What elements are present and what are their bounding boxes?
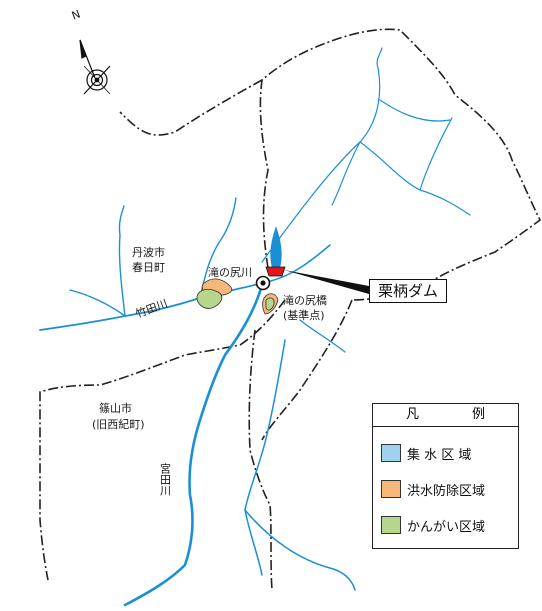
base-point-marker [255,275,271,291]
boundary-east [261,299,353,441]
legend-label-catchment: 集 水 区 域 [407,447,472,463]
river-north-2 [331,141,361,206]
dam-label: 栗柄ダム [369,279,447,303]
catchment-boundary [259,28,542,301]
river-main [123,283,264,607]
river-miyata [244,339,286,576]
dam-leader-line [284,270,369,294]
boundary-south [248,329,273,591]
label-tanba-city: 丹波市 [132,245,165,259]
legend-swatch-catchment [381,444,401,462]
irrigation-areas [196,288,275,311]
legend-swatch-flood [381,480,401,498]
label-miyata-river: 宮田川 [159,462,172,496]
north-label: N [70,8,82,23]
label-takinoshiri-river: 滝の尻川 [208,266,252,279]
legend-item-flood: 洪水防除区域 [381,477,485,501]
legend: 凡 例 集 水 区 域 洪水防除区域 かんがい区域 [372,403,519,549]
legend-item-catchment: 集 水 区 域 [381,441,471,465]
river-east-small [299,319,346,353]
boundary-mid [39,299,286,581]
legend-item-irrigation: かんがい区域 [381,513,485,537]
label-base-point: (基準点) [283,308,325,322]
north-arrow-icon [79,39,111,95]
legend-label-flood: 洪水防除区域 [407,483,486,499]
river-west-branch [118,205,126,317]
legend-swatch-irrigation [381,516,401,534]
legend-title: 凡 例 [373,404,518,427]
irrigation-area-west [196,288,223,309]
river-west-branch-2 [69,289,126,317]
label-taketa-river: 竹田川 [134,296,170,320]
label-old-nishiki-town: (旧西紀町) [92,418,145,431]
boundary-west [119,79,263,136]
river-north-1 [261,47,383,263]
label-sasayama-city: 篠山市 [99,401,132,415]
river-north-3 [359,141,471,216]
legend-label-irrigation: かんがい区域 [407,519,486,535]
reservoir-area [270,226,282,268]
irrigation-area-east [265,297,275,311]
dam-icon [265,266,286,277]
river-north-4 [419,117,453,191]
river-north-5 [379,99,451,122]
boundary-lines [39,28,542,591]
label-kasuga-town: 春日町 [132,261,165,274]
label-takinoshiri-bridge: 滝の尻橋 [283,293,327,307]
river-southeast [244,509,356,591]
label-miyata-river-text: 宮田川 [159,462,172,496]
river-takinoshiri [199,197,237,299]
